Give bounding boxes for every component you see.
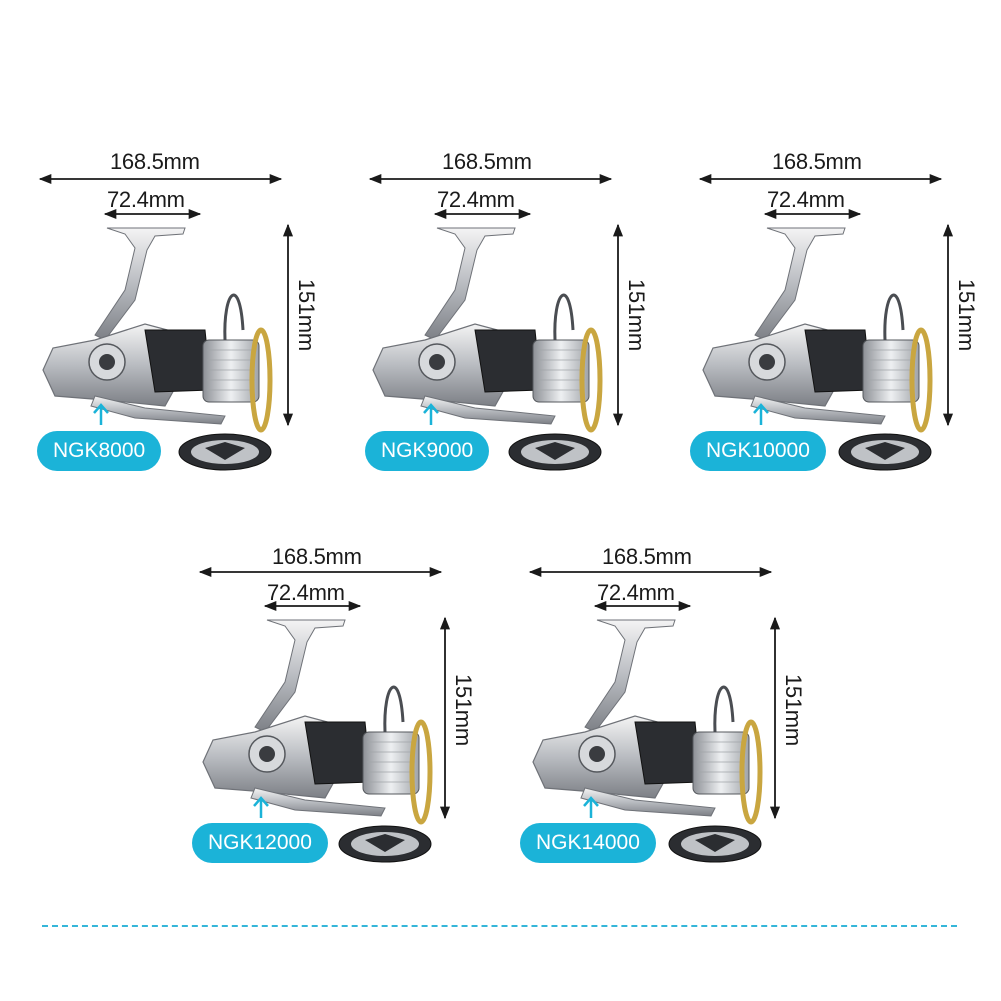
model-badge: NGK14000 <box>520 823 656 863</box>
up-arrow-icon <box>582 796 600 820</box>
dimension-arrows <box>698 173 954 427</box>
spool-width-label: 72.4mm <box>597 580 675 605</box>
product-panel-ngk8000: 168.5mm 72.4mm 151mm NGK8000 <box>35 145 319 465</box>
overall-width-label: 168.5mm <box>442 149 532 174</box>
overall-width-label: 168.5mm <box>272 544 362 569</box>
up-arrow-icon <box>92 403 110 427</box>
up-arrow-icon <box>252 796 270 820</box>
height-label: 151mm <box>451 674 476 746</box>
height-label: 151mm <box>294 279 319 351</box>
dashed-divider <box>42 925 957 927</box>
dimension-arrows <box>368 173 624 427</box>
product-panel-ngk10000: 168.5mm 72.4mm 151mm NGK10000 <box>690 145 979 465</box>
dimension-arrows <box>198 566 451 820</box>
spool-width-label: 72.4mm <box>107 187 185 212</box>
model-badge: NGK10000 <box>690 431 826 471</box>
height-label: 151mm <box>781 674 806 746</box>
height-label: 151mm <box>954 279 979 351</box>
product-panel-ngk9000: 168.5mm 72.4mm 151mm NGK9000 <box>365 145 649 465</box>
overall-width-label: 168.5mm <box>772 149 862 174</box>
spool-width-label: 72.4mm <box>437 187 515 212</box>
product-panel-ngk14000: 168.5mm 72.4mm 151mm NGK14000 <box>520 540 806 860</box>
dimension-arrows <box>528 566 781 820</box>
overall-width-arrow <box>38 173 294 427</box>
model-badge: NGK12000 <box>192 823 328 863</box>
model-badge: NGK8000 <box>37 431 162 471</box>
overall-width-label: 168.5mm <box>110 149 200 174</box>
height-label: 151mm <box>624 279 649 351</box>
spool-width-label: 72.4mm <box>767 187 845 212</box>
product-panel-ngk12000: 168.5mm 72.4mm 151mm NGK12000 <box>192 540 476 863</box>
overall-width-label: 168.5mm <box>602 544 692 569</box>
model-badge: NGK9000 <box>365 431 490 471</box>
up-arrow-icon <box>752 403 770 427</box>
up-arrow-icon <box>422 403 440 427</box>
spool-width-label: 72.4mm <box>267 580 345 605</box>
